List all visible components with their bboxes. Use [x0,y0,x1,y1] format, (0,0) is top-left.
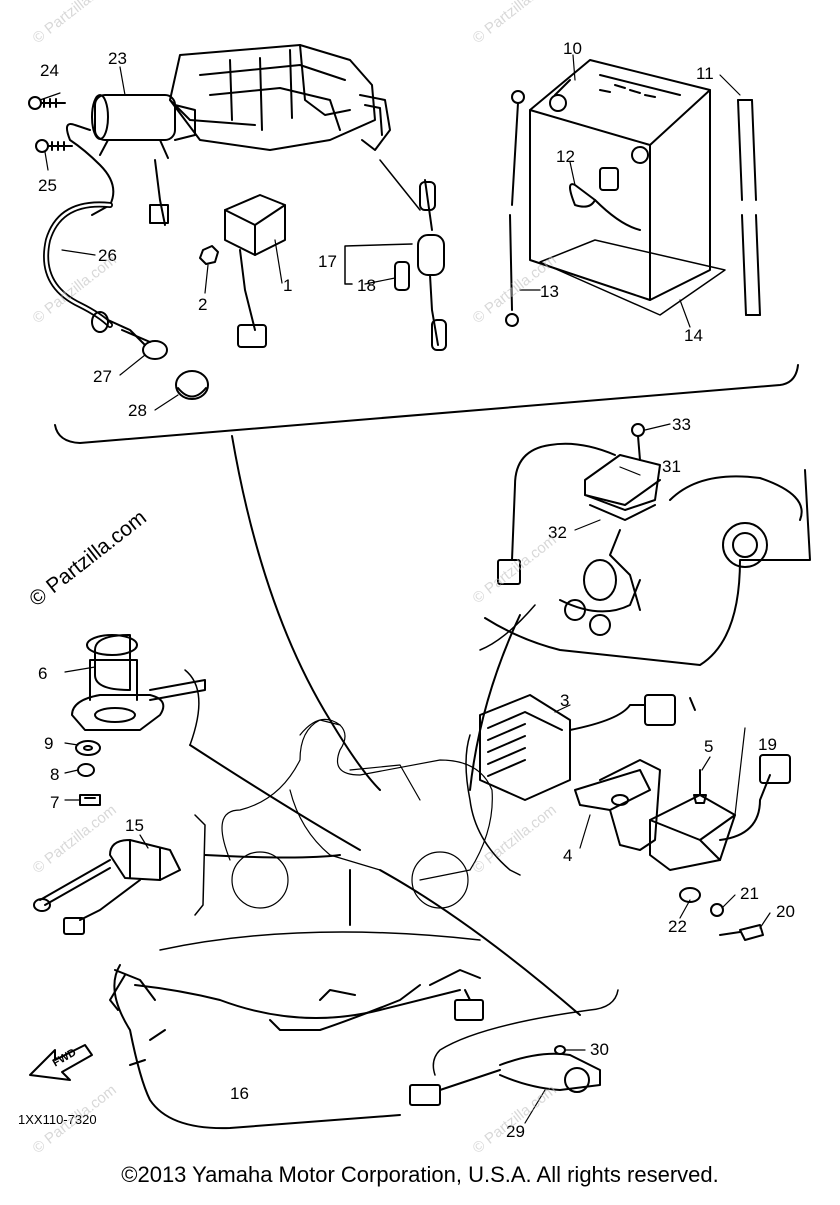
callout-32: 32 [548,523,567,542]
drawing-code: 1XX110-7320 [18,1112,97,1127]
bolt-25 [35,139,73,153]
battery-pad-14 [539,239,726,316]
breather-pipe-11 [737,99,761,316]
callout-24: 24 [40,61,59,80]
bolt-20 [719,924,764,941]
callout-33: 33 [672,415,691,434]
switch-15 [33,839,181,935]
callout-28: 28 [128,401,147,420]
bracket-17-18 [344,243,413,285]
callout-22: 22 [668,917,687,936]
callout-20: 20 [776,902,795,921]
callout-6: 6 [38,664,48,683]
callout-25: 25 [38,176,57,195]
ignition-coil-23 [65,94,196,226]
callout-31: 31 [662,457,681,476]
callout-7: 7 [50,793,60,812]
callout-17: 17 [318,252,337,271]
callout-27: 27 [93,367,112,386]
callout-11: 11 [696,64,714,83]
washer-30 [554,1045,566,1055]
callout-5: 5 [704,737,714,756]
leader-line [379,869,581,1016]
bracket-4 [574,759,661,851]
callout-9: 9 [44,734,54,753]
callout-4: 4 [563,846,573,865]
battery-10 [529,59,711,301]
callout-26: 26 [98,246,117,265]
washer-22 [679,887,701,903]
group-bracket-right [479,604,536,651]
part-6 [71,634,206,731]
wire-harness-16 [109,931,484,1130]
unit-19 [649,754,791,871]
fuse-holder-17 [417,179,447,351]
callout-15: 15 [125,816,144,835]
forward-arrow [29,1044,93,1081]
callout-3: 3 [560,691,570,710]
fuse-18 [394,261,410,291]
callout-16: 16 [230,1084,249,1103]
leader-line [204,854,341,859]
top-group-bracket [54,364,799,444]
callout-leaders [39,54,771,1124]
washer-9 [75,740,101,756]
callout-21: 21 [740,884,759,903]
nut-2 [199,245,219,265]
terminal-cover-12 [569,167,641,231]
callout-19: 19 [758,735,777,754]
bracket-6 [184,669,200,746]
washer-8 [77,763,95,777]
bracket-15 [194,814,206,916]
copyright-notice: ©2013 Yamaha Motor Corporation, U.S.A. A… [121,1162,719,1187]
relay-1 [224,194,286,348]
bolt-24 [28,96,66,110]
leader-line [189,744,361,851]
sensor-29 [409,1052,601,1106]
leader-line [231,435,381,791]
callout-30: 30 [590,1040,609,1059]
callout-10: 10 [563,39,582,58]
plug-cap-27 [91,311,168,360]
bracket-29 [432,989,619,1076]
callout-13: 13 [540,282,559,301]
callout-18: 18 [357,276,376,295]
scooter-outline [221,718,493,909]
battery-box-frame [169,44,421,211]
washer-21 [710,903,724,917]
cap-28 [175,370,209,400]
callout-14: 14 [684,326,703,345]
rectifier-3 [479,694,696,801]
callout-1: 1 [283,276,293,295]
bolt-7 [79,794,101,806]
battery-cable-13 [505,90,525,327]
callout-29: 29 [506,1122,525,1141]
callout-12: 12 [556,147,575,166]
callout-23: 23 [108,49,127,68]
bracket-3 [465,734,521,876]
leader-line [469,614,521,791]
callout-8: 8 [50,765,60,784]
callout-2: 2 [198,295,208,314]
